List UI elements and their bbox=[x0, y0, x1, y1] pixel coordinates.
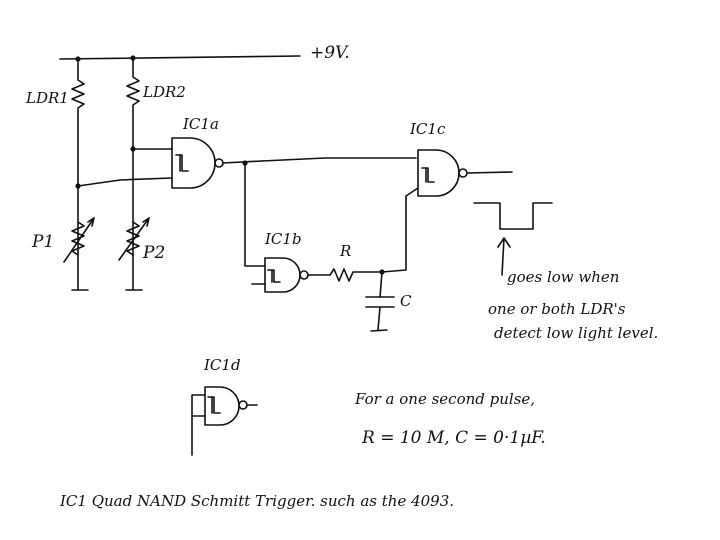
ic1d-label: IC1d bbox=[203, 356, 241, 374]
p2-potentiometer bbox=[118, 217, 150, 291]
goes-low-note-1: goes low when bbox=[507, 268, 619, 286]
ic1b-label: IC1b bbox=[264, 230, 302, 248]
ldr1-resistor bbox=[71, 56, 85, 291]
p1-potentiometer bbox=[63, 217, 95, 291]
ic1a-label: IC1a bbox=[182, 115, 219, 133]
resistor-label: R bbox=[339, 242, 351, 260]
ldr1-label: LDR1 bbox=[25, 89, 69, 107]
capacitor-c bbox=[365, 271, 395, 332]
supply-rail bbox=[59, 55, 301, 60]
ic1d-nand-gate bbox=[191, 386, 258, 456]
ic1a-output-wire bbox=[242, 157, 417, 267]
footer-note: IC1 Quad NAND Schmitt Trigger. such as t… bbox=[59, 492, 454, 510]
capacitor-label: C bbox=[400, 292, 412, 310]
ldr2-label: LDR2 bbox=[142, 83, 186, 101]
pulse-note-2: R = 10 M, C = 0·1µF. bbox=[361, 428, 546, 448]
ic1c-label: IC1c bbox=[409, 120, 446, 138]
output-waveform bbox=[473, 202, 553, 276]
ic1a-nand-gate bbox=[77, 137, 263, 189]
supply-label: +9V. bbox=[310, 43, 350, 63]
ic1b-nand-gate bbox=[251, 257, 309, 293]
ldr2-resistor bbox=[126, 55, 140, 291]
pulse-note-1: For a one second pulse, bbox=[354, 390, 535, 408]
p2-label: P2 bbox=[142, 243, 165, 263]
goes-low-note-2: one or both LDR's bbox=[488, 300, 626, 318]
ic1c-nand-gate bbox=[381, 149, 513, 273]
p1-label: P1 bbox=[31, 232, 54, 252]
resistor-r bbox=[307, 268, 385, 282]
goes-low-note-3: detect low light level. bbox=[494, 324, 658, 342]
